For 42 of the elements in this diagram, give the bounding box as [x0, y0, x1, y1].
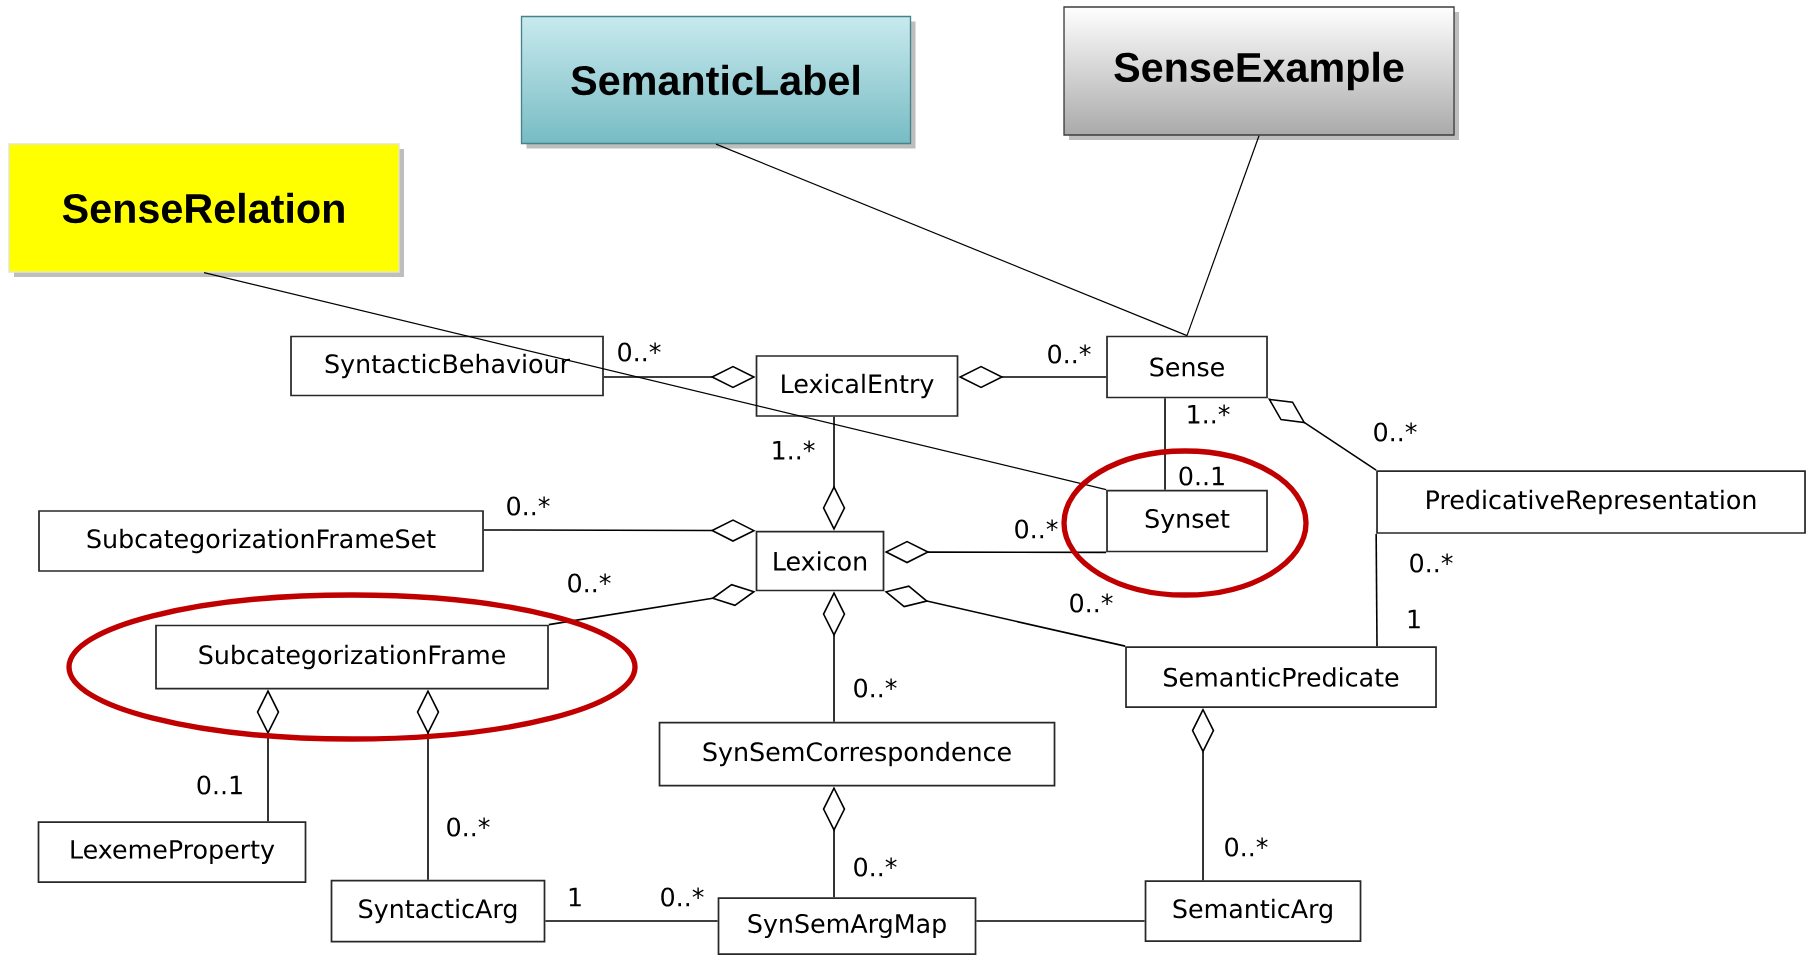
callout-box: SenseRelation — [8, 143, 404, 277]
multiplicity-label: 0..* — [661, 887, 704, 907]
callout-box: SenseExample — [1063, 6, 1459, 140]
multiplicity-label: 0..* — [854, 857, 897, 877]
class-box: SyntacticArg — [330, 879, 546, 943]
multiplicity-label: 0..* — [1070, 593, 1113, 613]
leader-line — [203, 272, 1107, 491]
class-box: SynSemArgMap — [717, 897, 977, 955]
multiplicity-label: 1 — [569, 887, 581, 907]
association-line — [1164, 397, 1166, 491]
association-line — [544, 920, 719, 922]
class-box: SubcategorizationFrameSet — [38, 510, 484, 572]
leader-line — [1186, 135, 1260, 337]
class-box: SubcategorizationFrame — [155, 624, 549, 690]
multiplicity-label: 0..* — [854, 678, 897, 698]
class-box: SynSemCorrespondence — [658, 721, 1056, 787]
class-box: Lexicon — [755, 530, 885, 592]
multiplicity-label: 0..* — [1048, 344, 1091, 364]
class-box: SemanticArg — [1144, 880, 1362, 942]
multiplicity-label: 0..* — [1015, 519, 1058, 539]
class-box: SemanticPredicate — [1125, 646, 1437, 708]
multiplicity-label: 1..* — [773, 440, 815, 460]
multiplicity-label: 0..* — [447, 817, 490, 837]
multiplicity-label: 0..* — [1410, 553, 1453, 573]
multiplicity-label: 1..* — [1188, 404, 1230, 424]
association-line — [975, 920, 1146, 922]
callout-box: SemanticLabel — [520, 15, 916, 149]
multiplicity-label: 0..* — [1374, 422, 1417, 442]
multiplicity-label: 0..* — [568, 573, 611, 593]
multiplicity-label: 0..1 — [197, 775, 242, 795]
class-box: PredicativeRepresentation — [1376, 470, 1806, 534]
class-box: Sense — [1106, 335, 1268, 399]
class-box: Synset — [1106, 489, 1268, 553]
multiplicity-label: 0..1 — [1179, 466, 1224, 486]
multiplicity-label: 0..* — [1225, 837, 1268, 857]
multiplicity-label: 0..* — [507, 496, 550, 516]
leader-line — [715, 143, 1188, 337]
class-box: SyntacticBehaviour — [290, 335, 604, 397]
multiplicity-label: 0..* — [618, 342, 661, 362]
class-box: LexicalEntry — [755, 355, 959, 417]
association-line — [1375, 533, 1378, 647]
class-box: LexemeProperty — [37, 821, 307, 883]
